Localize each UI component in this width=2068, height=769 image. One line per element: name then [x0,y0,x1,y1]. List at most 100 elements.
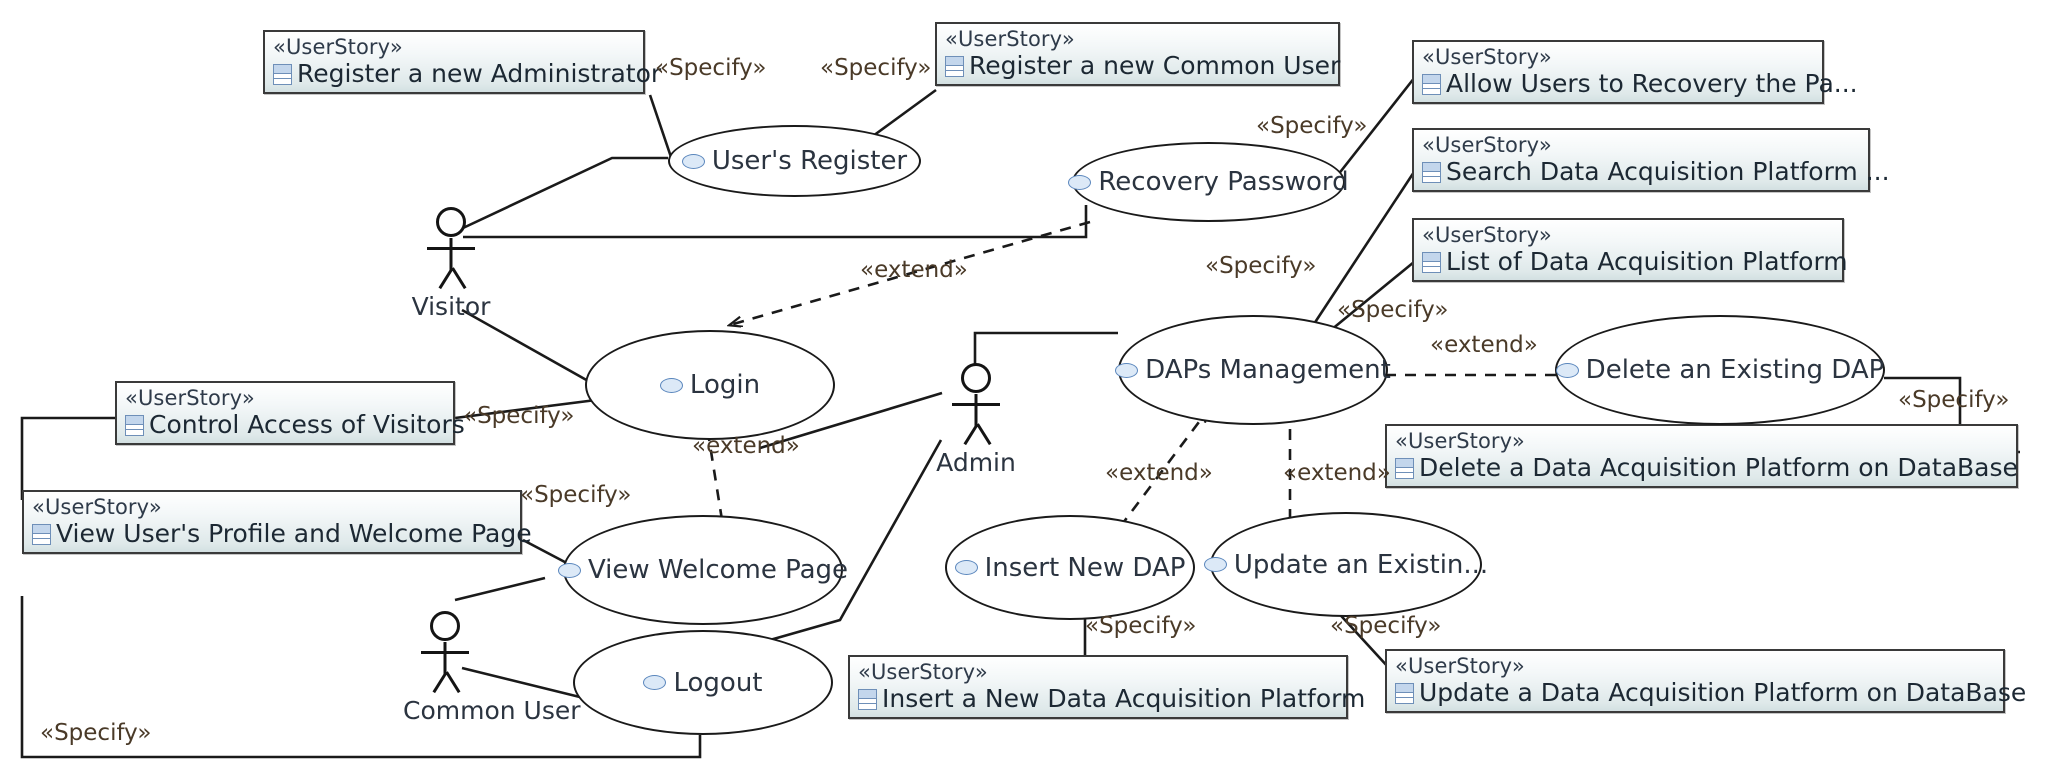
edge-label-specify-delete-dap-db: «Specify» [1898,387,2010,413]
user-story-icon [1422,73,1441,95]
edge-label-extend-welcome-login: «extend» [692,433,800,459]
edge-label-specify-allow-recovery: «Specify» [1256,113,1368,139]
actor-label: Admin [936,448,1016,477]
edge-label-specify-register-admin: «Specify» [655,55,767,81]
use-case-recovery-password[interactable]: Recovery Password [1068,142,1349,222]
use-case-login[interactable]: Login [585,330,835,440]
user-story-icon [125,414,144,436]
use-case-label: Logout [673,667,763,698]
edge-label-extend-recovery-login: «extend» [860,257,968,283]
user-story-list-dap[interactable]: «UserStory» List of Data Acquisition Pla… [1412,218,1848,282]
user-story-stereotype: «UserStory» [1395,654,1525,678]
user-story-insert-new-dap[interactable]: «UserStory» Insert a New Data Acquisitio… [848,655,1365,719]
edge-label-specify-register-common: «Specify» [820,55,932,81]
user-story-stereotype: «UserStory» [32,495,162,519]
actor-admin[interactable]: Admin [934,361,1018,477]
actor-body-icon [443,642,447,674]
actor-arms-icon [427,247,475,250]
edge-label-specify-insert-dap: «Specify» [1085,613,1197,639]
use-case-icon [1068,174,1092,190]
actor-common-user[interactable]: Common User [403,609,581,725]
edge-specify-register-admin [648,94,674,161]
user-story-icon [1395,457,1414,479]
actor-head-icon [436,207,466,237]
actor-leg-right-icon [976,423,992,446]
user-story-name: Insert a New Data Acquisition Platform [858,685,1365,712]
actor-figure [403,609,487,695]
actor-figure [409,205,493,291]
user-story-update-dap-on-database[interactable]: «UserStory» Update a Data Acquisition Pl… [1385,649,2026,713]
user-story-stereotype: «UserStory» [273,35,403,59]
actor-leg-right-icon [451,267,467,290]
user-story-stereotype: «UserStory» [1422,45,1552,69]
user-story-stereotype: «UserStory» [1395,429,1525,453]
use-case-view-welcome-page[interactable]: View Welcome Page [557,515,848,625]
user-story-name: Allow Users to Recovery the Pa... [1422,70,1858,97]
use-case-delete-an-existing-dap[interactable]: Delete an Existing DAP [1555,315,1885,425]
use-case-users-register[interactable]: User's Register [668,125,921,197]
user-story-name: View User's Profile and Welcome Page [32,520,532,547]
user-story-icon [1422,251,1441,273]
use-case-logout[interactable]: Logout [573,630,833,735]
use-case-icon [643,675,667,690]
edge-label-specify-view-profile: «Specify» [520,482,632,508]
use-case-icon [1203,557,1227,572]
user-story-name: List of Data Acquisition Platform [1422,248,1848,275]
user-story-name: Search Data Acquisition Platform ... [1422,158,1890,185]
use-case-label: User's Register [711,146,908,176]
use-case-icon [659,377,683,393]
edge-label-extend-update-dap: «extend» [1283,460,1391,486]
edge-view-profile-wrap-top [20,416,118,500]
edge-label-extend-insert-dap: «extend» [1105,460,1213,486]
actor-head-icon [430,611,460,641]
use-case-label: DAPs Management [1145,355,1391,385]
user-story-stereotype: «UserStory» [1422,133,1552,157]
user-story-allow-recovery-password[interactable]: «UserStory» Allow Users to Recovery the … [1412,40,1858,104]
actor-figure [934,361,1018,447]
actor-arms-icon [952,403,1000,406]
use-case-label: Update an Existin... [1233,549,1489,580]
use-case-icon [681,153,705,169]
use-case-label: Delete an Existing DAP [1585,355,1885,385]
use-case-label: Insert New DAP [984,552,1186,583]
user-story-delete-dap-on-database[interactable]: «UserStory» Delete a Data Acquisition Pl… [1385,424,2018,488]
edge-label-specify-update-dap: «Specify» [1330,613,1442,639]
user-story-stereotype: «UserStory» [1422,223,1552,247]
actor-leg-right-icon [445,671,461,694]
edge-label-specify-control-access: «Specify» [463,403,575,429]
user-story-search-dap[interactable]: «UserStory» Search Data Acquisition Plat… [1412,128,1890,192]
edge-label-specify-logout: «Specify» [40,720,152,746]
user-story-view-profile-welcome-page[interactable]: «UserStory» View User's Profile and Welc… [22,490,532,554]
use-case-label: View Welcome Page [587,555,849,585]
actor-body-icon [974,394,978,426]
use-case-daps-management[interactable]: DAPs Management [1115,315,1391,425]
actor-visitor[interactable]: Visitor [409,205,493,321]
use-case-insert-new-dap[interactable]: Insert New DAP [945,515,1195,620]
edge-common-user-view-welcome [454,576,546,602]
actor-label: Common User [403,696,581,725]
user-story-icon [945,55,964,77]
edge-visitor-users-register [462,156,668,230]
use-case-label: Login [689,370,761,400]
edge-label-specify-search-dap: «Specify» [1205,253,1317,279]
use-case-icon [954,560,978,575]
user-story-stereotype: «UserStory» [125,386,255,410]
user-story-control-access-of-visitors[interactable]: «UserStory» Control Access of Visitors [115,381,465,445]
user-story-register-admin[interactable]: «UserStory» Register a new Administrator [263,30,661,94]
use-case-icon [1115,362,1139,378]
use-case-update-an-existing-dap[interactable]: Update an Existin... [1203,512,1488,617]
use-case-icon [557,562,581,578]
user-story-stereotype: «UserStory» [858,660,988,684]
actor-arms-icon [421,651,469,654]
actor-label: Visitor [411,292,491,321]
user-story-icon [273,63,292,85]
actor-head-icon [961,363,991,393]
user-story-name: Control Access of Visitors [125,411,465,438]
user-story-stereotype: «UserStory» [945,27,1075,51]
user-story-icon [32,523,51,545]
actor-body-icon [449,238,453,270]
edge-label-extend-delete-dap: «extend» [1430,332,1538,358]
user-story-register-common-user[interactable]: «UserStory» Register a new Common User [935,22,1340,86]
use-case-label: Recovery Password [1098,167,1349,197]
